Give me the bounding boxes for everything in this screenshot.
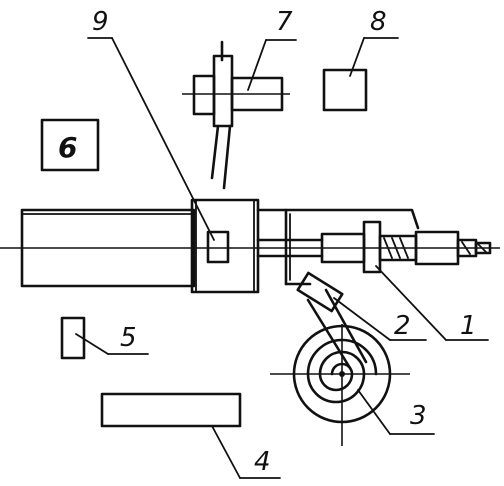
label-7: 7 <box>276 7 293 37</box>
part-7-spindle <box>182 40 290 190</box>
part-4-bar <box>100 392 242 428</box>
part-5-block <box>60 316 86 360</box>
label-9: 9 <box>92 7 109 37</box>
main-cylinder <box>20 208 196 288</box>
tool-holder <box>320 220 492 274</box>
part-8-block <box>322 68 368 112</box>
part-3-disc <box>270 324 410 446</box>
label-8: 8 <box>370 7 387 37</box>
part-6-box <box>40 118 100 172</box>
label-2: 2 <box>394 311 411 341</box>
label-5: 5 <box>120 323 137 353</box>
guide-housing <box>256 208 420 286</box>
label-1: 1 <box>460 311 477 341</box>
shaft-rod <box>256 238 324 258</box>
label-6: 6 <box>58 131 77 164</box>
label-4: 4 <box>254 447 271 477</box>
collar-housing <box>190 198 260 294</box>
label-3: 3 <box>410 401 427 431</box>
leader-lines <box>75 37 489 479</box>
part-9-element <box>206 230 230 264</box>
